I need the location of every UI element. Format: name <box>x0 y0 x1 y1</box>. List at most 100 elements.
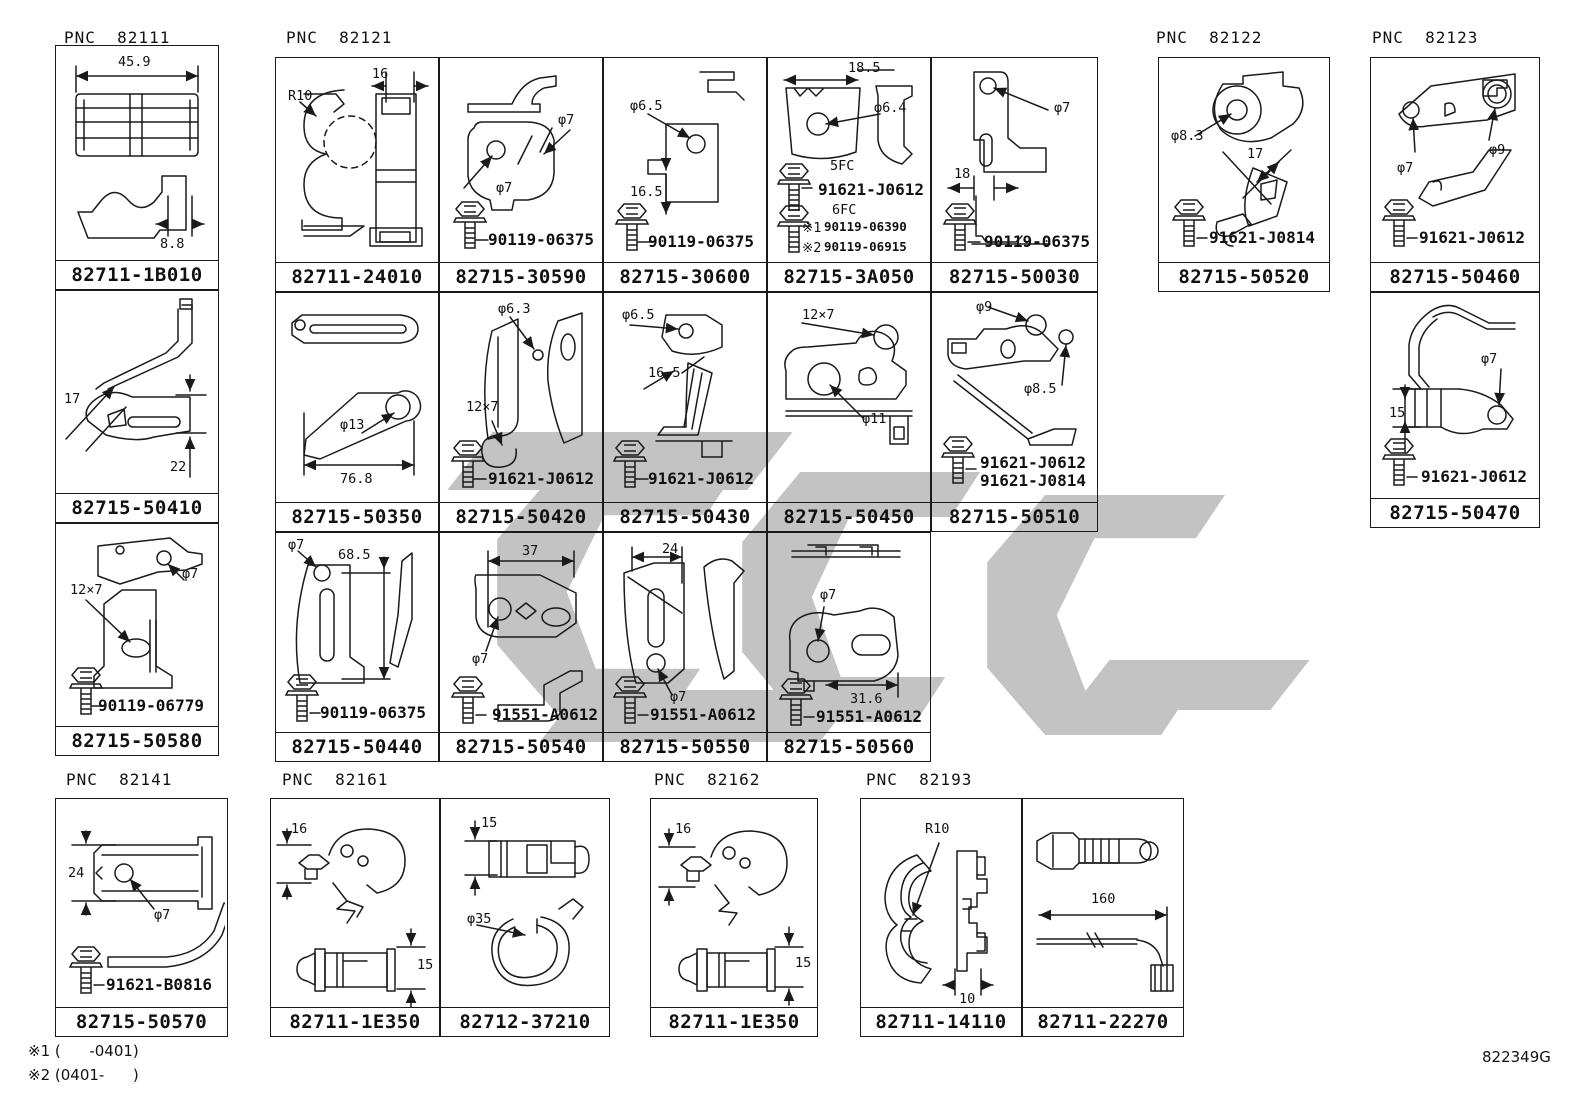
dim-label: 15 <box>795 955 812 971</box>
bolt-icon <box>1382 199 1416 247</box>
bolt-icon <box>613 440 647 488</box>
cell-82715-50540: 37 φ7 91551-A0612 82715-50540 <box>439 532 603 762</box>
cell-82715-50580: 12×7 φ7 90119-06779 82715-50580 <box>55 523 219 756</box>
part-number: 82711-1B010 <box>56 260 218 289</box>
part-drawing <box>943 71 1051 251</box>
part-number: 82715-50410 <box>56 493 218 522</box>
dim-label: 15 <box>1389 405 1406 421</box>
dim-label: 31.6 <box>850 691 883 707</box>
bolt-icon <box>613 676 647 724</box>
dim-label: 15 <box>417 957 434 973</box>
dim-label: 24 <box>662 541 679 557</box>
bolt-number: 91621-J0612 <box>648 469 754 488</box>
part-number: 82711-1E350 <box>271 1007 439 1036</box>
dim-label: φ9 <box>1489 142 1506 158</box>
cell-82715-50030: φ7 18 90119-06375 82715-50030 <box>931 57 1098 292</box>
dim-label: φ35 <box>467 911 492 927</box>
cell-82715-30600: φ6.5 16.5 90119-06375 82715-30600 <box>603 57 767 292</box>
dim-label: 17 <box>1247 146 1264 162</box>
part-number: 82715-30600 <box>604 262 766 291</box>
dim-label: 22 <box>170 459 187 475</box>
dim-label: φ7 <box>472 651 489 667</box>
dim-label: 12×7 <box>70 582 103 598</box>
cell-82715-50350: φ13 76.8 82715-50350 <box>275 292 439 532</box>
dim-label: 15 <box>481 815 498 831</box>
dim-label: φ13 <box>340 417 365 433</box>
dim-label: 10 <box>959 991 976 1007</box>
bolt-number: 91621-J0612 <box>818 180 924 199</box>
dim-label: φ6.5 <box>622 307 655 323</box>
part-drawing <box>941 306 1077 484</box>
dim-label: φ9 <box>976 299 993 315</box>
pnc-label-82193: PNC 82193 <box>866 770 973 789</box>
part-drawing <box>69 537 203 715</box>
part-number: 82715-50560 <box>768 732 930 761</box>
bolt-icon <box>1172 199 1206 247</box>
cell-82715-3A050: 18.5 φ6.4 5FC 91621-J0612 6FC ※1 90119-0… <box>767 57 931 292</box>
dim-label: R10 <box>288 88 313 104</box>
dim-label: 37 <box>522 543 539 559</box>
part-number: 82715-50540 <box>440 732 602 761</box>
part-drawing <box>613 314 733 488</box>
part-drawing <box>779 544 901 726</box>
dim-label: R10 <box>925 821 950 837</box>
part-number: 82715-50460 <box>1371 262 1539 291</box>
bolt-number: 91621-J0814 <box>1209 228 1315 247</box>
dim-label: φ7 <box>182 566 199 582</box>
cell-82715-50470: 15 φ7 91621-J0612 82715-50470 <box>1370 292 1540 528</box>
bolt-number: 91621-J0814 <box>980 471 1086 490</box>
dim-label: 16 <box>675 821 692 837</box>
bolt-icon <box>451 676 485 724</box>
dim-label: 12×7 <box>802 307 835 323</box>
dim-label: 12×7 <box>466 399 499 415</box>
cell-82715-50410: 17 22 82715-50410 <box>55 290 219 523</box>
bolt-icon <box>943 203 977 251</box>
cell-82715-50570: 24 φ7 91621-B0816 82715-50570 <box>55 798 228 1037</box>
pnc-label-82161: PNC 82161 <box>282 770 389 789</box>
bolt-number: 91621-J0612 <box>488 469 594 488</box>
dim-label: 45.9 <box>118 54 151 70</box>
dim-label: 160 <box>1091 891 1116 907</box>
cell-82715-50440: φ7 68.5 90119-06375 82715-50440 <box>275 532 439 762</box>
part-drawing <box>75 65 205 239</box>
part-number: 82715-50430 <box>604 502 766 531</box>
bolt-number: 91621-B0816 <box>106 975 212 994</box>
bolt-number: 90119-06390 <box>824 219 907 234</box>
dim-label: φ7 <box>288 537 305 553</box>
pnc-label-82122: PNC 82122 <box>1156 28 1263 47</box>
dim-label: 18.5 <box>848 60 881 76</box>
ref-mark: ※1 <box>802 220 822 236</box>
part-number: 82715-50520 <box>1159 262 1329 291</box>
dim-label: φ7 <box>670 689 687 705</box>
fc-label: 6FC <box>832 202 857 218</box>
part-number: 82715-50350 <box>276 502 438 531</box>
part-drawing <box>285 550 413 722</box>
dim-label: 16.5 <box>648 365 681 381</box>
dim-label: 76.8 <box>340 471 373 487</box>
bolt-icon <box>615 203 649 251</box>
part-drawing <box>291 314 422 476</box>
bolt-number: 91551-A0612 <box>650 705 756 724</box>
bolt-icon <box>777 163 811 211</box>
bolt-number: 90119-06915 <box>824 239 907 254</box>
dim-label: φ7 <box>820 587 837 603</box>
part-drawing <box>1036 832 1174 992</box>
dim-label: 16 <box>291 821 308 837</box>
footnote-1: ※1 ( -0401) <box>28 1042 139 1060</box>
bolt-icon <box>453 201 487 249</box>
bolt-icon <box>1382 438 1416 486</box>
cell-82715-50450: 12×7 φ11 82715-50450 <box>767 292 931 532</box>
part-number: 82715-50580 <box>56 726 218 755</box>
bolt-number: 91621-J0612 <box>980 453 1086 472</box>
cell-82715-50420: φ6.3 12×7 91621-J0612 82715-50420 <box>439 292 603 532</box>
part-number: 82711-14110 <box>861 1007 1021 1036</box>
part-number: 82715-50420 <box>440 502 602 531</box>
bolt-number: 91621-J0612 <box>1419 228 1525 247</box>
dim-label: 18 <box>954 166 971 182</box>
part-number: 82715-3A050 <box>768 262 930 291</box>
dim-label: φ7 <box>1481 351 1498 367</box>
bolt-number: 91621-J0612 <box>1421 467 1527 486</box>
pnc-label-82141: PNC 82141 <box>66 770 173 789</box>
part-number: 82711-22270 <box>1023 1007 1183 1036</box>
